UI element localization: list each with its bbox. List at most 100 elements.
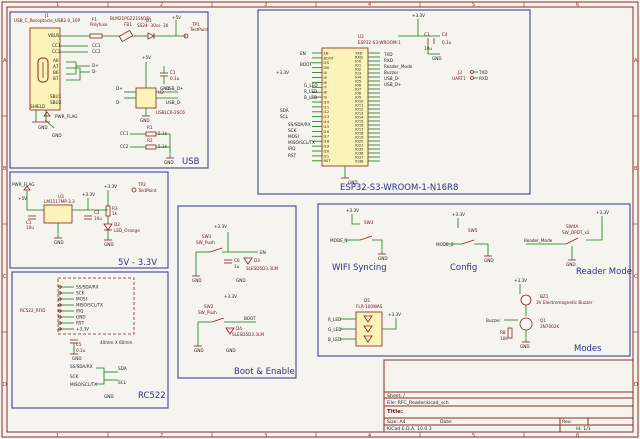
res-r8-ref: R8 [500,330,506,335]
wifi-gnd: GND [378,256,388,261]
ferrite-symbol [118,29,134,43]
esp32-pin-name-left: I3S [324,66,330,70]
net-miso: MISO/SCL/TX [288,140,315,145]
esp32-block: ESP32-S3-WROOM-1-N16R8 +3.3V C3 10u C4 0… [257,9,531,195]
tp2-ref: TP2 [137,182,146,187]
tb-file: File: RFC_Reader.kicad_sch [387,400,449,406]
mosfet-symbol [519,317,533,331]
esp32-pin-name-left: I18 [324,140,330,144]
col-label: 4 [368,2,371,8]
net-usb-dplus: USB_D+ [384,82,402,87]
esp32-right-pins: TXDRXDIO0IO1IO2IO3IO4IO5IO6IO7IO8IO9IO10… [354,51,380,163]
rc522-pin-label: IRQ [76,309,84,314]
boot-block-title: Boot & Enable [234,367,295,377]
esp32-pin-name-right: IO10 [355,99,364,103]
reader-title: Reader Mode [576,267,632,277]
fuse-part: Polyfuse [90,22,108,27]
usb-vbus-label: +5V [172,15,181,20]
cc2-net: CC2 [92,49,101,54]
rgb-net-r: R_LED [328,317,341,322]
usb-pin-shield: SHIELD [30,104,45,109]
boot-gnd-2: GND [236,278,246,283]
res-r8-symbol [507,327,513,339]
res-r1-val: 5.1k [158,131,168,136]
res-r8-val: 10k [500,336,508,341]
rc522-scl: SCL [118,380,127,385]
esd-ref: U2 [158,90,164,95]
tb-sheet: Sheet: / [387,393,405,399]
esp32-part: ESP32-S3-WROOM-1 [358,40,401,45]
uart-txd: TXD [478,70,488,75]
col-label: 2 [160,2,163,8]
tvs-d4-part: SLESD5D3.3LM [232,332,264,337]
row-label: B [3,166,7,172]
esp32-pin-name-left: I15 [324,125,330,129]
boot-gnd-3: GND [194,348,204,353]
tb-rev: Rev: [562,419,572,425]
net-rxd: RXD [384,58,393,63]
usb-c-port-icon [37,57,49,83]
esp32-pin-name-right: IO15 [355,119,363,123]
cap-gnd: GND [432,56,442,61]
col-label: 1 [56,433,59,439]
modes-block-title: Modes [574,344,602,354]
uart-name: UART1 [452,76,466,81]
tvs-d3-ref: D3 [254,258,260,263]
boot-vcc-1: +3.3V [214,224,227,229]
config-title: Config [450,263,477,273]
ferrite-ref: FB1 [124,22,132,27]
esp32-pin-name-left: I12 [324,110,330,114]
esp32-block-border [257,9,531,195]
esp32-pin-name-right: IO6 [355,83,362,87]
esp32-pin-name-right: RXD [355,55,363,59]
res-r2-symbol [145,144,157,150]
diode-ref: D1 [146,18,152,23]
mosfet-part: 2N7002K [540,324,559,329]
reg-block-title: 5V - 3.3V [118,258,157,268]
title-block-border [383,359,634,433]
buzzer-symbol [520,294,532,306]
title-block: Sheet: / File: RFC_Reader.kicad_sch Titl… [383,359,634,433]
esp32-pin-name-left: I5 [324,76,327,80]
row-label: C [634,274,638,280]
rc522-pin-dot [58,285,62,289]
tb-id: Id: 1/1 [576,426,591,432]
buzzer-part: 3V Electromagnetic Buzzer [536,300,593,305]
rgb-net-g: G_LED [328,327,342,332]
usb-dplus-net: D+ [92,63,99,68]
rc522-bus-sck: SCK [70,374,79,379]
row-label: A [634,58,638,64]
wifi-mode-net: MODE_1 [330,238,348,243]
esp32-pin-name-left: I16 [324,130,330,134]
row-label: D [634,382,638,388]
esp32-pin-name-right: IO1 [355,63,361,67]
uart-pin-2 [470,76,474,80]
buzzer-ref: BZ1 [540,294,549,299]
rc522-pin-label: MISO/SCL/TX [76,303,103,308]
tp2-part: TestPoint [137,188,157,193]
cap-out-ref: C2 [94,210,100,215]
led-d2-ref: D2 [114,222,120,227]
col-label: 6 [576,2,579,8]
usb-pin-cc2: CC2 [52,49,61,54]
sw5-actuator [461,239,475,245]
cc1-net: CC1 [92,43,101,48]
esp32-pin-name-right: IO35 [355,147,363,151]
esp32-gnd: GND [348,180,358,185]
rc522-pin-dot [58,315,62,319]
esp32-pin-name-right: IO18 [355,131,364,135]
uart-pin-1 [470,70,474,74]
scl-pull: SCL [280,114,289,119]
usb-connector-ref: J1 [44,13,49,18]
col-label: 5 [472,2,475,8]
sw2-ref: SW2 [204,304,214,309]
esp32-pin-name-right: IO4 [355,75,362,79]
cap-c6-val: 1u [234,264,240,269]
esp32-vcc: +3.3V [412,13,425,18]
ferrite-part: BLM21PG221SN1D [110,16,150,21]
frame-row-labels: A B C D A B C D [3,58,638,388]
config-gnd: GND [484,258,494,263]
net-usb-dminus: USB_D- [384,76,400,81]
